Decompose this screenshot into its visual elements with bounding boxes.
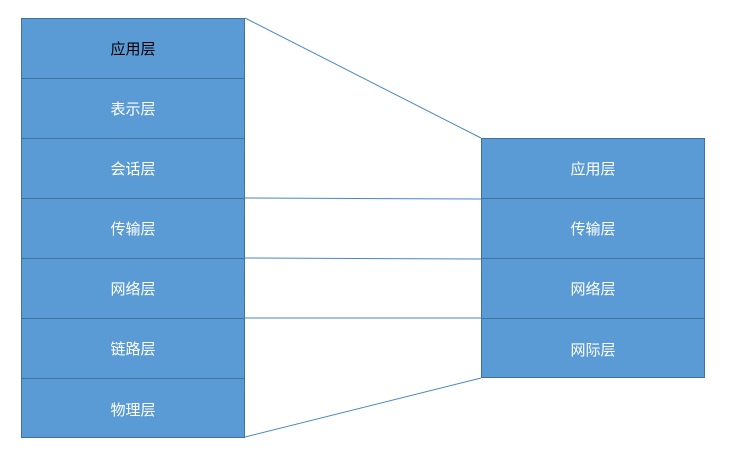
osi-layer-datalink-label: 链路层 <box>110 340 156 358</box>
osi-seven-layer-stack: 应用层 表示层 会话层 传输层 网络层 链路层 物理层 <box>21 18 245 438</box>
tcpip-layer-network: 网络层 <box>482 259 704 319</box>
connector-network-top <box>244 257 482 260</box>
tcpip-layer-internet-label: 网际层 <box>570 340 616 359</box>
osi-layer-presentation: 表示层 <box>22 79 244 139</box>
osi-layer-transport: 传输层 <box>22 199 244 259</box>
osi-layer-presentation-label: 表示层 <box>110 100 156 118</box>
osi-layer-network-label: 网络层 <box>110 280 156 298</box>
tcpip-four-layer-stack: 应用层 传输层 网络层 网际层 <box>481 138 705 378</box>
osi-layer-session-label: 会话层 <box>110 160 156 178</box>
osi-layer-datalink: 链路层 <box>22 319 244 379</box>
osi-layer-network: 网络层 <box>22 259 244 319</box>
osi-layer-transport-label: 传输层 <box>110 220 156 238</box>
osi-layer-physical: 物理层 <box>22 379 244 439</box>
osi-layer-application: 应用层 <box>22 19 244 79</box>
connector-transport-top <box>244 197 482 200</box>
tcpip-layer-internet: 网际层 <box>482 319 704 379</box>
connector-bottom-edge <box>244 377 482 438</box>
tcpip-layer-application-label: 应用层 <box>570 160 616 178</box>
osi-layer-session: 会话层 <box>22 139 244 199</box>
tcpip-layer-transport: 传输层 <box>482 199 704 259</box>
osi-layer-physical-label: 物理层 <box>110 400 156 419</box>
connector-top-edge <box>244 17 482 139</box>
tcpip-layer-application: 应用层 <box>482 139 704 199</box>
tcpip-layer-network-label: 网络层 <box>570 280 616 298</box>
tcpip-layer-transport-label: 传输层 <box>570 220 616 238</box>
osi-layer-application-label: 应用层 <box>110 40 156 58</box>
